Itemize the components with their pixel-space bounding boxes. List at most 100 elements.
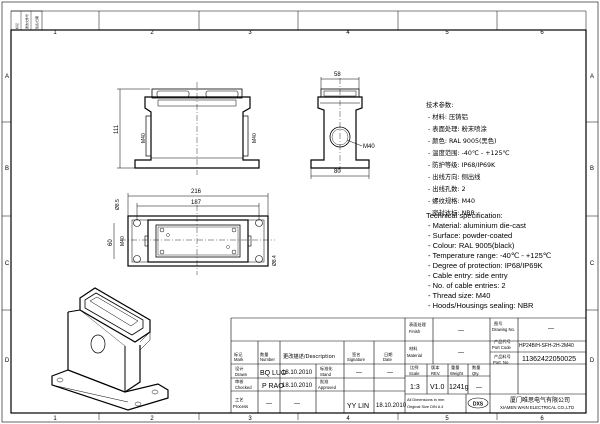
tb-r1-name: BQ LUO (260, 370, 287, 377)
tb-h-code-en: Port Code (492, 345, 512, 350)
tb-h-finish-en: Finish (409, 329, 421, 334)
col-number: 6 (540, 416, 544, 422)
row-letter: B (5, 166, 9, 172)
tb-r1-std-date: — (387, 370, 393, 376)
spec-en: Technical specification: - Material: alu… (426, 211, 552, 310)
tb-r1-std-en: Stand (320, 372, 332, 377)
tb-h-qty-en: Qty. (472, 371, 479, 376)
title-block: 标记 Mark 数量 Number 更改描述/Description 签名 Si… (230, 317, 586, 413)
company-logo: DXS (467, 397, 489, 409)
tb-r1-std-sig: — (356, 370, 362, 376)
tb-h-material-en: Material (407, 353, 422, 358)
tb-port-no: 11362422050025 (522, 356, 576, 363)
side-view: 58 M40 80 (310, 72, 375, 179)
spec-cn-item: - 材料: 压铸铝 (428, 112, 468, 121)
spec-en-item: - Colour: RAL 9005(black) (428, 241, 515, 250)
tb-h-num-en: Number (260, 357, 275, 362)
row-letter: D (5, 358, 10, 364)
col-number: 4 (346, 30, 350, 36)
company-logo-text: DXS (473, 402, 484, 408)
col-number: 5 (445, 416, 449, 422)
tb-company-en: XIAMEN WAIN ELECTRICAL CO.,LTD (500, 405, 574, 410)
tb-h-scale-en: Scale (409, 371, 420, 376)
row-letter: D (590, 358, 595, 364)
tb-r2-app-cn: 批准 (320, 378, 328, 385)
tb-h-drawing-cn: 图号 (494, 321, 502, 327)
spec-cn-item: - 密封达标: NBR (428, 208, 476, 217)
tb-r3-cn: 工艺 (235, 397, 243, 402)
tb-rev: V1.0 (430, 384, 445, 391)
spec-en-item: - Degree of protection: IP68/IP69K (428, 261, 543, 270)
top-view: 216 187 Ø8.5 60 M40 Ø8.4 (108, 189, 278, 275)
col-number: 4 (346, 416, 350, 422)
tb-r3-app-name: YY LIN (347, 403, 369, 410)
tb-material: — (458, 350, 464, 356)
tb-r1-date: 18.10.2010 (282, 370, 313, 376)
tb-dims-note-2: Original Size DIN A 4 (407, 404, 444, 409)
corner-label: 标记 (14, 23, 19, 29)
dim-side-width: 58 (334, 72, 341, 78)
tb-r2-name: P RAO (262, 383, 284, 390)
dim-top-height: 60 (108, 239, 114, 246)
tb-finish: — (458, 328, 464, 334)
tb-drawing-no: — (548, 326, 554, 332)
tb-h-weight-cn: 重量 (451, 364, 459, 371)
tb-r3-date: — (294, 401, 300, 407)
spec-cn-title: 技术参数: (426, 100, 453, 109)
dim-side-m40: M40 (363, 144, 375, 150)
tb-r1-cn: 设计 (235, 365, 243, 372)
tb-h-date: 日期 (384, 352, 392, 358)
col-number: 3 (248, 30, 252, 36)
tb-r2-app-en: Approved (318, 385, 337, 390)
tb-h-portno-cn: 产品料号 (494, 353, 511, 360)
dim-front-height: 111 (114, 124, 120, 134)
col-number: 2 (150, 30, 154, 36)
dim-top-inner: 187 (191, 200, 202, 206)
tb-h-rev-en: REV. (431, 371, 440, 376)
tb-port-code: HP24B/H-SFH-2H-2M40 (519, 343, 574, 349)
spec-cn: 技术参数: - 材料: 压铸铝 - 表面处理: 粉末喷涂 - 颜色: RAL 9… (426, 100, 510, 217)
dim-front-m40-left: M40 (141, 133, 147, 143)
spec-cn-item: - 出线孔数: 2 (428, 184, 466, 193)
spec-en-item: - Thread size: M40 (428, 291, 490, 300)
spec-en-item: - Hoods/Housings sealing: NBR (428, 301, 534, 310)
tb-h-sign-en: Signature (347, 357, 366, 362)
spec-en-item: - Cable entry: side entry (428, 271, 508, 280)
col-number: 1 (53, 30, 57, 36)
tb-dims-note-1: All Dimensions in mm (407, 397, 444, 402)
tb-r3-en: Process (233, 404, 248, 409)
tb-qty: — (476, 385, 482, 391)
tb-h-desc: 更改描述/Description (283, 352, 335, 360)
tb-h-num: 数量 (260, 351, 268, 358)
tb-h-finish-cn: 表面处理 (409, 321, 427, 328)
tb-h-drawing-en: Drawing No. (492, 327, 515, 332)
tb-h-code-cn: 产品代号 (494, 338, 511, 345)
row-letter: C (5, 261, 10, 267)
row-letter: B (590, 166, 594, 172)
spec-en-item: - Surface: powder-coated (428, 231, 512, 240)
front-view: 111 M40 M40 (114, 82, 260, 175)
row-letter: C (590, 261, 595, 267)
col-number: 2 (150, 416, 154, 422)
tb-weight: 1241g (449, 384, 469, 391)
col-number: 1 (53, 416, 57, 422)
isometric-view (51, 287, 169, 411)
tb-r1-en: Drawn (235, 372, 248, 377)
tb-h-rev-cn: 版本 (431, 364, 440, 371)
tb-h-sign: 签名 (352, 351, 360, 358)
tb-h-mark-en: Mark (234, 357, 244, 362)
spec-en-item: - No. of cable entries: 2 (428, 281, 506, 290)
tb-r2-en: Checked (235, 385, 252, 390)
spec-cn-item: - 出线方向: 侧出线 (428, 172, 481, 181)
spec-cn-item: - 表面处理: 粉末喷涂 (428, 124, 487, 133)
tb-h-scale-cn: 比例 (410, 364, 418, 371)
tb-scale: 1:3 (410, 384, 420, 391)
tb-h-date-en: Date (383, 357, 393, 362)
tb-r2-cn: 审核 (235, 378, 244, 385)
tb-r2-date: 18.10.2010 (282, 383, 313, 389)
tb-h-mark: 标记 (234, 351, 243, 358)
tb-company-cn: 厦门唯思电气有限公司 (510, 396, 570, 404)
spec-cn-item: - 防护等级: IP68/IP69K (428, 160, 496, 169)
corner-label: 签名/日期 (34, 16, 39, 29)
